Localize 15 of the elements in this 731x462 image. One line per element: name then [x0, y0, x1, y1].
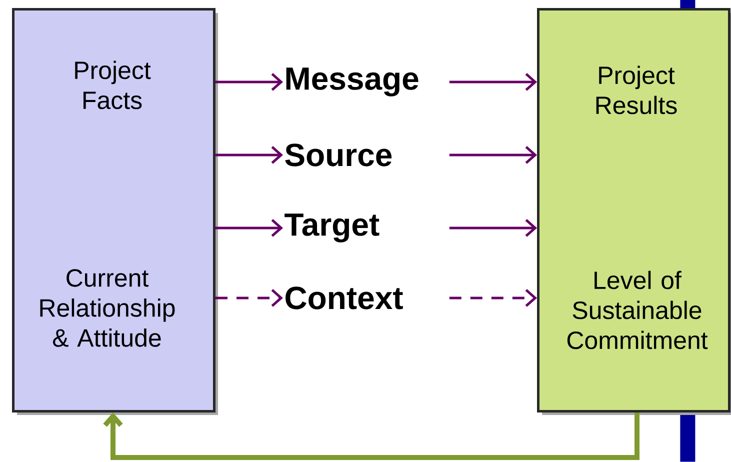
step-label: Message — [286, 68, 418, 96]
arrow — [216, 73, 283, 91]
arrow — [216, 219, 283, 237]
arrow — [449, 146, 537, 164]
process-box: Project Facts Current Relationship & Attitude — [12, 8, 218, 415]
step-label: Source — [285, 144, 392, 166]
arrow — [216, 146, 283, 164]
arrow — [449, 73, 537, 91]
arrow — [449, 219, 537, 237]
arrow — [103, 412, 640, 460]
arrow — [449, 289, 537, 307]
step-label: Context — [286, 286, 403, 310]
arrow — [216, 289, 283, 307]
process-box: Project Results Level of Sustainable Commitment — [537, 8, 731, 415]
step-label: Target — [284, 214, 380, 242]
